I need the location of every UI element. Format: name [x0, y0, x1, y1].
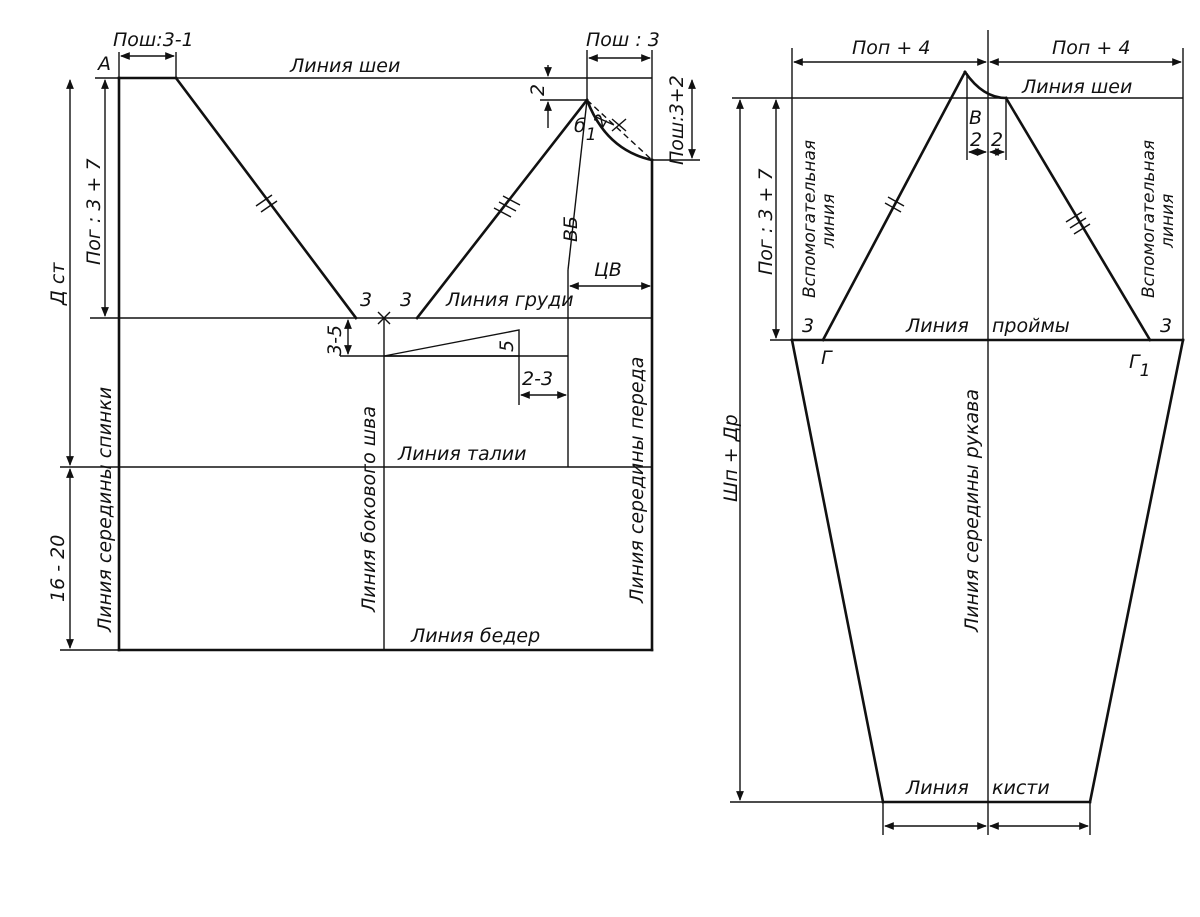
label-pos3m1: Пош:3-1 — [113, 29, 194, 51]
label-back-center: Линия середины спинки — [94, 387, 116, 633]
label-three-a: 3 — [360, 289, 372, 311]
label-three-left: 3 — [802, 315, 814, 337]
point-g: Г — [821, 347, 833, 369]
label-pos3: Пош : 3 — [586, 29, 660, 51]
equal-ticks-front — [493, 195, 521, 218]
sleeve-ticks-right — [1065, 211, 1091, 235]
side-seam-point — [377, 311, 391, 325]
point-a: А — [96, 53, 111, 75]
label-tsv: ЦВ — [594, 259, 622, 281]
label-dst: Д ст — [47, 262, 69, 306]
label-armhole-1: Линия — [905, 315, 969, 337]
label-pop4-right: Поп + 4 — [1052, 37, 1130, 59]
label-dim35: 3-5 — [324, 325, 346, 356]
label-pop4-left: Поп + 4 — [852, 37, 930, 59]
label-sleeve-center: Линия середины рукава — [961, 389, 983, 633]
label-aux-left-1: Вспомогательная — [800, 140, 820, 298]
label-neck-line: Линия шеи — [289, 55, 400, 77]
front-neckline-curve — [585, 98, 654, 162]
label-waist-line: Линия талии — [397, 443, 526, 465]
label-dim23: 2-3 — [522, 368, 553, 390]
label-pog3p7: Пог : 3 + 7 — [83, 158, 105, 265]
label-hip-line: Линия бедер — [410, 625, 540, 647]
label-pos3p2: Пош:3+2 — [666, 75, 688, 165]
front-shoulder-line — [415, 98, 589, 320]
bodice-labels: А Пош:3-1 Линия шеи Пош : 3 2 Пош:3+2 б1… — [47, 29, 688, 647]
neckline-chord — [586, 99, 653, 161]
sleeve-left-seam — [790, 338, 885, 804]
label-three-right: 3 — [1160, 315, 1172, 337]
cap-left-line — [821, 70, 967, 342]
label-aux-right-2: линия — [1158, 194, 1178, 249]
back-shoulder-line — [174, 76, 358, 320]
neckline-point-mark — [611, 118, 627, 132]
label-two-a: 2 — [970, 129, 982, 151]
label-sleeve-pog3p7: Пог : 3 + 7 — [755, 168, 777, 275]
label-armhole-2: проймы — [992, 315, 1070, 337]
bodice-draft: 2 — [60, 50, 700, 652]
label-front-center: Линия середины переда — [626, 357, 648, 604]
equal-ticks-back — [255, 194, 278, 213]
label-dim1620: 16 - 20 — [47, 535, 69, 602]
label-vb: ВБ — [560, 216, 582, 242]
sleeve-ticks-left — [884, 196, 905, 213]
label-wrist-2: кисти — [992, 777, 1050, 799]
label-sleeve-neck: Линия шеи — [1021, 76, 1132, 98]
neckline-bisector — [595, 116, 615, 126]
label-aux-left-2: линия — [819, 194, 839, 249]
label-wrist-1: Линия — [905, 777, 969, 799]
sleeve-right-seam — [1088, 338, 1185, 804]
label-chest-line: Линия груди — [445, 289, 574, 311]
label-two-b: 2 — [991, 129, 1003, 151]
point-b1: б1 — [574, 115, 597, 145]
point-g1: Г1 — [1129, 351, 1150, 381]
label-side-seam: Линия бокового шва — [358, 406, 380, 613]
label-three-b: 3 — [400, 289, 412, 311]
cap-top-curve — [963, 70, 1008, 100]
vb-link-line — [567, 99, 588, 271]
point-v: В — [969, 107, 982, 129]
sleeve-draft — [730, 30, 1185, 835]
label-shp-dr: Шп + Др — [720, 414, 742, 502]
cap-right-line — [1004, 96, 1152, 342]
sleeve-labels: Поп + 4 Поп + 4 Линия шеи В 2 2 Пог : 3 … — [720, 37, 1178, 799]
label-dim-2: 2 — [527, 84, 549, 96]
label-aux-right-1: Вспомогательная — [1139, 140, 1159, 298]
label-five: 5 — [496, 340, 518, 352]
